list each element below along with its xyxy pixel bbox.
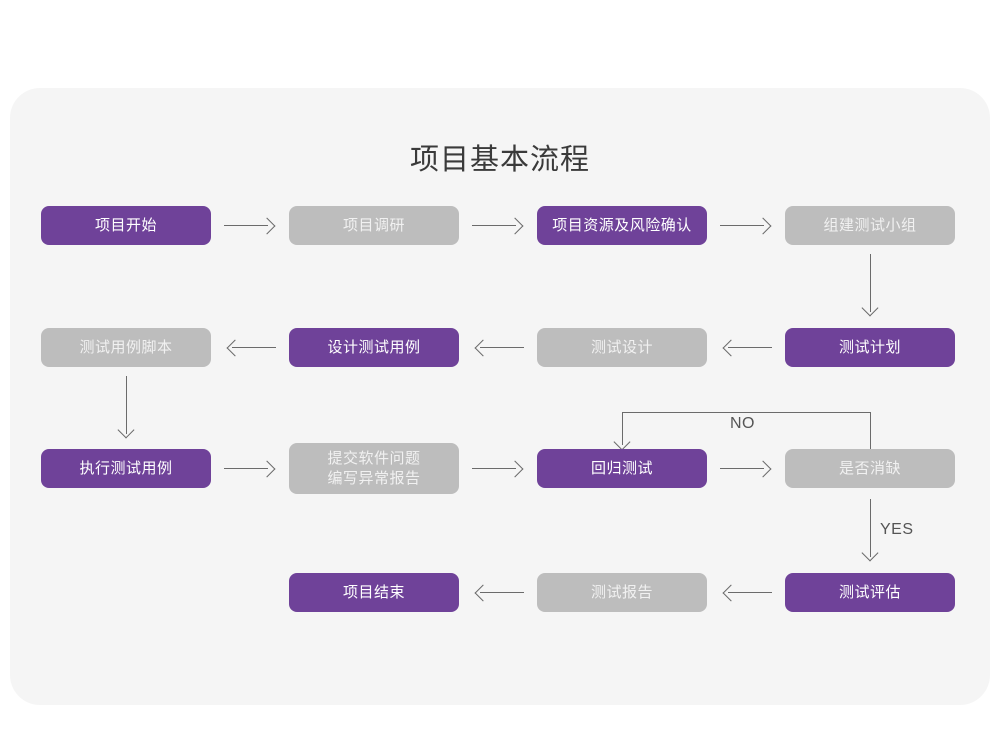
edge-n5-n9-line [126, 376, 127, 434]
edge-label-no: NO [730, 415, 755, 432]
edge-n6-n5-line [232, 347, 276, 348]
node-regression-test[interactable]: 回归测试 [537, 449, 707, 488]
node-test-evaluation[interactable]: 测试评估 [785, 573, 955, 612]
node-test-report[interactable]: 测试报告 [537, 573, 707, 612]
node-project-end[interactable]: 项目结束 [289, 573, 459, 612]
edge-no-loop-left-vline [622, 412, 623, 445]
edge-label-yes: YES [880, 521, 914, 538]
node-project-research[interactable]: 项目调研 [289, 206, 459, 245]
edge-n8-n7-line [728, 347, 772, 348]
edge-n4-n8-line [870, 254, 871, 312]
edge-n1-n2-line [224, 225, 268, 226]
node-project-start[interactable]: 项目开始 [41, 206, 211, 245]
edge-n11-n12-line [720, 468, 764, 469]
page-title: 项目基本流程 [409, 144, 590, 176]
node-test-case-script[interactable]: 测试用例脚本 [41, 328, 211, 367]
edge-n12-n15-line [870, 499, 871, 557]
edge-n7-n6-line [480, 347, 524, 348]
node-submit-issue-report[interactable]: 提交软件问题 编写异常报告 [289, 443, 459, 494]
diagram-card [10, 88, 990, 705]
node-test-design[interactable]: 测试设计 [537, 328, 707, 367]
edge-no-loop-right-vline [870, 412, 871, 449]
node-submit-issue-report-line2: 编写异常报告 [327, 469, 421, 487]
edge-n9-n10-line [224, 468, 268, 469]
edge-n2-n3-line [472, 225, 516, 226]
node-execute-test-case[interactable]: 执行测试用例 [41, 449, 211, 488]
edge-n15-n14-line [728, 592, 772, 593]
edge-n3-n4-line [720, 225, 764, 226]
node-submit-issue-report-line1: 提交软件问题 [327, 450, 421, 468]
node-build-test-team[interactable]: 组建测试小组 [785, 206, 955, 245]
edge-n10-n11-line [472, 468, 516, 469]
edge-n14-n13-line [480, 592, 524, 593]
node-design-test-case[interactable]: 设计测试用例 [289, 328, 459, 367]
edge-no-loop-hline [622, 412, 871, 413]
node-defect-resolved[interactable]: 是否消缺 [785, 449, 955, 488]
node-test-plan[interactable]: 测试计划 [785, 328, 955, 367]
node-resource-risk-confirm[interactable]: 项目资源及风险确认 [537, 206, 707, 245]
